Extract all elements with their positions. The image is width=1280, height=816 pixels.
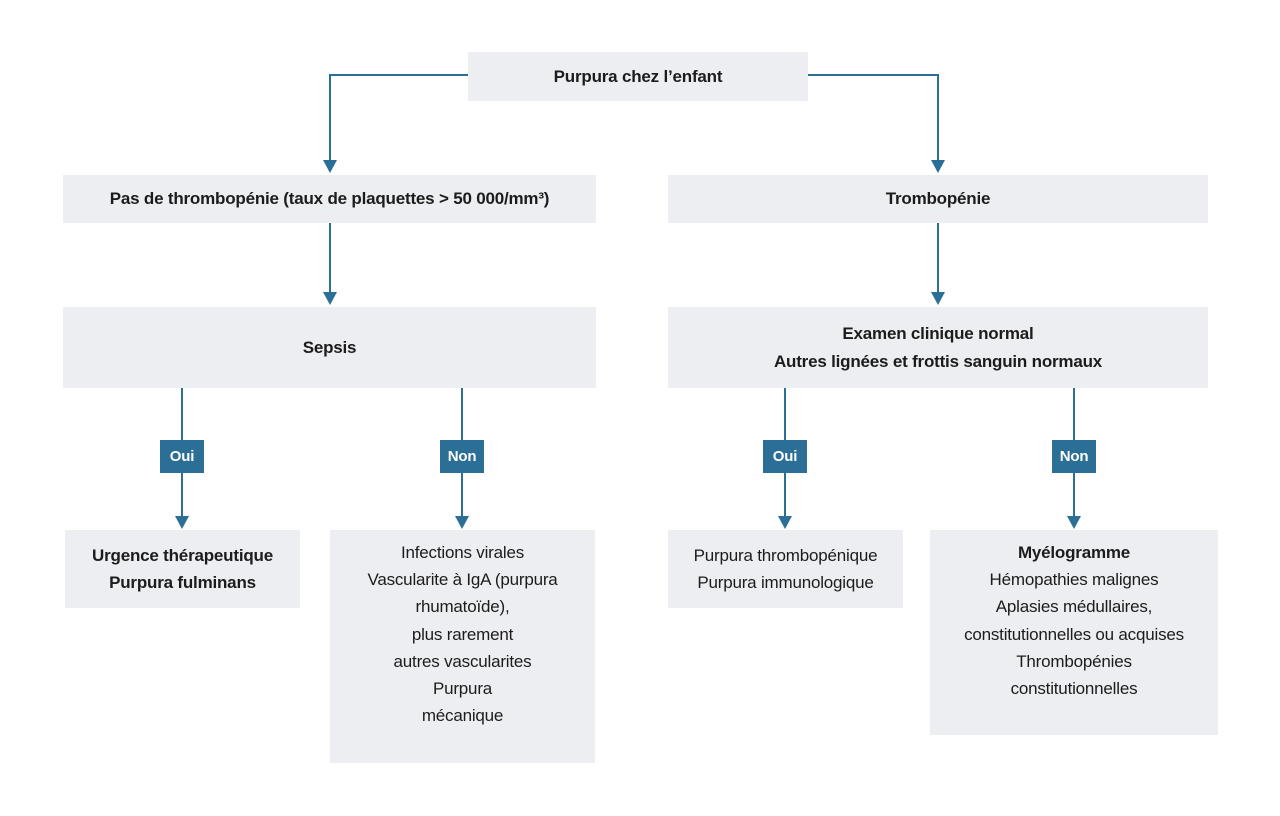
arrow-down-icon [455,516,469,529]
badge-oui-right: Oui [763,440,807,473]
badge-non-left: Non [440,440,484,473]
connector-root-to-left-vertical [329,74,331,161]
node-purpura-root: Purpura chez l’enfant [468,52,808,101]
arrow-down-icon [323,292,337,305]
connector-root-to-left-horizontal [330,74,468,76]
arrow-down-icon [931,160,945,173]
node-thrombopenia: Trombopénie [668,175,1208,223]
node-no-thrombopenia: Pas de thrombopénie (taux de plaquettes … [63,175,596,223]
arrow-down-icon [323,160,337,173]
badge-non-right: Non [1052,440,1096,473]
connector-root-to-right-vertical [937,74,939,161]
node-infections-virales: Infections virales Vascularite à IgA (pu… [330,530,595,763]
arrow-down-icon [1067,516,1081,529]
badge-oui-left: Oui [160,440,204,473]
connector-left-row1-row2 [329,223,331,292]
connector-root-to-right-horizontal [808,74,938,76]
arrow-down-icon [778,516,792,529]
myelogramme-body: Hémopathies malignes Aplasies médullaire… [964,570,1184,698]
myelogramme-title: Myélogramme [1017,543,1131,562]
node-sepsis-decision: Sepsis [63,307,596,388]
node-purpura-thrombopenique: Purpura thrombopénique Purpura immunolog… [668,530,903,608]
node-myelogramme: Myélogramme Hémopathies malignes Aplasie… [930,530,1218,735]
arrow-down-icon [931,292,945,305]
node-exam-decision: Examen clinique normal Autres lignées et… [668,307,1208,388]
arrow-down-icon [175,516,189,529]
connector-right-row1-row2 [937,223,939,292]
node-urgence-therapeutique: Urgence thérapeutique Purpura fulminans [65,530,300,608]
